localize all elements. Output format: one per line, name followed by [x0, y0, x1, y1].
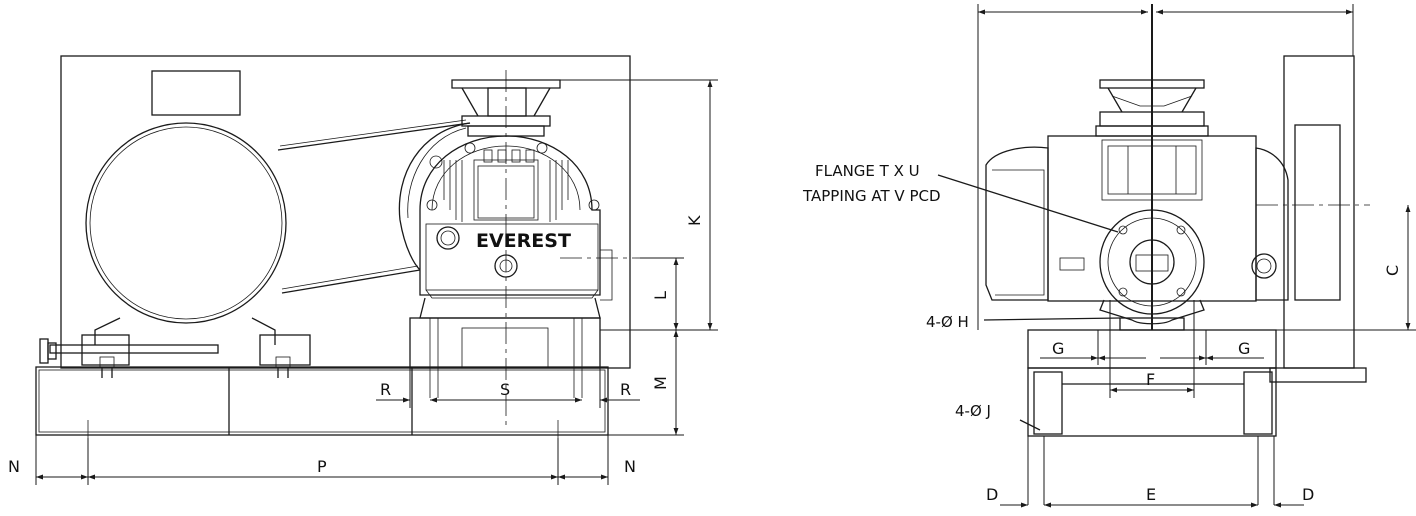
label-j: 4-Ø J	[955, 402, 991, 420]
label-m: M	[651, 376, 670, 390]
blower: EVEREST	[409, 79, 613, 398]
label-r-left: R	[380, 380, 391, 399]
motor	[39, 70, 311, 378]
label-g-left: G	[1052, 339, 1064, 358]
label-tapping: TAPPING AT V PCD	[802, 187, 941, 205]
label-d-right: D	[1302, 485, 1314, 504]
dimension-d-e-d: D E D	[986, 485, 1314, 508]
top-width-dimension	[977, 4, 1354, 330]
label-s: S	[500, 380, 510, 399]
label-n-right: N	[624, 457, 636, 476]
brand-label: EVEREST	[476, 230, 571, 252]
belt-drive	[277, 119, 471, 294]
blower-side	[985, 79, 1289, 331]
label-g-right: G	[1238, 339, 1250, 358]
enclosure-outline	[60, 55, 631, 369]
dimension-g: G G	[1040, 339, 1264, 361]
label-d-left: D	[986, 485, 998, 504]
label-f: F	[1146, 370, 1155, 389]
label-e: E	[1146, 485, 1156, 504]
dimension-m: M	[608, 330, 684, 436]
dimension-f: F	[1110, 370, 1194, 393]
front-view: EVEREST K	[8, 55, 718, 485]
dimension-k: K	[560, 79, 718, 331]
label-flange: FLANGE T X U	[815, 162, 920, 180]
label-c: C	[1383, 265, 1402, 276]
label-n-left: N	[8, 457, 20, 476]
label-l: L	[651, 291, 670, 300]
dimension-l: L	[640, 257, 684, 330]
base-frame	[35, 366, 609, 436]
label-p: P	[317, 457, 327, 476]
side-view: C G G F D E D FLANGE T X U TAPPING AT V …	[802, 4, 1416, 508]
dimension-c: C	[1276, 205, 1416, 331]
dimension-r-s-r: R S R	[376, 368, 640, 408]
side-base	[1027, 300, 1277, 505]
dimension-n-p-n: N P N	[8, 435, 636, 485]
label-k: K	[685, 215, 704, 226]
label-h: 4-Ø H	[926, 313, 969, 331]
label-r-right: R	[620, 380, 631, 399]
